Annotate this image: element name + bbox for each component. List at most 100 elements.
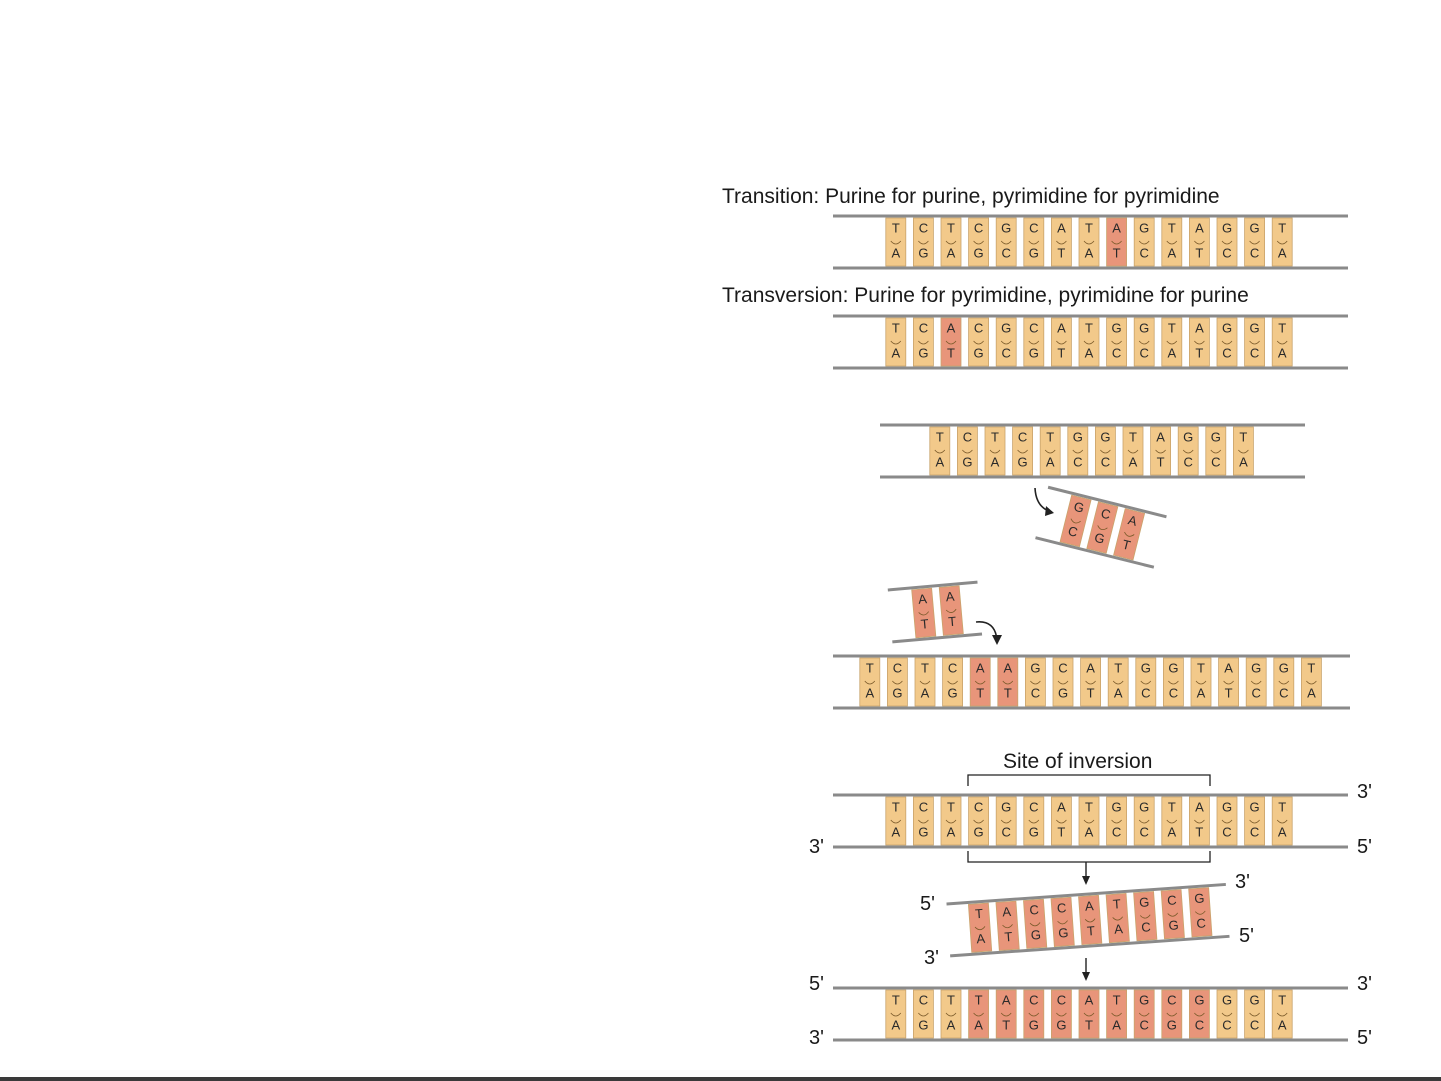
h-bond	[1194, 240, 1205, 245]
base-pair	[938, 585, 964, 636]
h-bond	[1083, 240, 1095, 245]
h-bond	[1000, 1012, 1012, 1017]
base-top: C	[919, 799, 928, 814]
base-bottom: C	[1195, 1017, 1204, 1032]
base-pair	[929, 426, 951, 476]
base-top: C	[1058, 660, 1067, 675]
base-pair	[1135, 657, 1157, 707]
base-pair	[1023, 796, 1045, 846]
base-bottom: A	[991, 454, 1000, 469]
base-top: G	[1250, 992, 1260, 1007]
base-bottom: G	[918, 345, 928, 360]
base-top: T	[1129, 429, 1137, 444]
base-bottom: A	[1167, 824, 1176, 839]
base-pair	[1122, 426, 1144, 476]
end-label-result-top-right: 3'	[1357, 973, 1372, 995]
base-top: G	[1211, 429, 1221, 444]
h-bond	[1083, 1012, 1095, 1017]
base-pair	[1161, 317, 1183, 367]
h-bond	[918, 819, 929, 824]
base-pair	[1244, 217, 1265, 267]
h-bond	[1056, 1012, 1067, 1017]
base-bottom: G	[1093, 530, 1106, 547]
base-bottom: C	[1222, 345, 1231, 360]
base-pair	[1233, 426, 1254, 476]
base-bottom: G	[948, 685, 958, 700]
base-top: T	[947, 220, 955, 235]
base-pair	[1189, 317, 1210, 367]
end-label-result-top-left: 5'	[809, 973, 824, 995]
base-bottom: A	[1278, 1017, 1287, 1032]
base-top: A	[1085, 992, 1094, 1007]
base-bottom: C	[1067, 523, 1080, 540]
h-bond	[1056, 340, 1067, 345]
base-pair	[1133, 217, 1155, 267]
h-bond	[1276, 240, 1288, 245]
base-pair	[1163, 657, 1184, 707]
base-bottom: C	[1250, 824, 1259, 839]
base-top: T	[1085, 320, 1093, 335]
base-pair	[1133, 891, 1158, 942]
base-pair	[859, 657, 881, 707]
base-pair	[1189, 989, 1210, 1039]
h-bond	[890, 240, 902, 245]
base-top: G	[1168, 660, 1178, 675]
h-bond	[973, 240, 984, 245]
base-top: G	[1072, 499, 1085, 516]
h-bond	[1238, 449, 1249, 454]
base-pair	[995, 217, 1017, 267]
h-bond	[1072, 449, 1084, 454]
h-bond	[1028, 340, 1040, 345]
base-top: C	[1167, 892, 1177, 908]
base-top: G	[1001, 320, 1011, 335]
base-bottom: C	[1112, 345, 1121, 360]
base-top: T	[947, 799, 955, 814]
base-top: G	[1141, 660, 1151, 675]
end-label-result-bottom-right: 5'	[1357, 1027, 1372, 1049]
base-pair	[984, 426, 1006, 476]
base-pair	[1051, 317, 1072, 367]
base-top: T	[1168, 220, 1176, 235]
base-pair	[1160, 889, 1185, 940]
base-pair	[1105, 892, 1130, 944]
base-pair	[913, 989, 934, 1039]
base-top: T	[1168, 320, 1176, 335]
base-top: C	[1029, 220, 1038, 235]
base-top: G	[1251, 660, 1261, 675]
base-pair	[1059, 494, 1092, 548]
base-top: G	[1112, 799, 1122, 814]
h-bond	[962, 449, 973, 454]
h-bond	[1028, 1012, 1040, 1017]
base-top: G	[1073, 429, 1083, 444]
h-bond	[945, 608, 957, 613]
base-top: T	[1278, 320, 1286, 335]
base-pair	[913, 796, 934, 846]
base-top: T	[975, 906, 984, 922]
h-bond	[1276, 1012, 1288, 1017]
inversion-arrowhead-2-icon	[1082, 972, 1090, 981]
base-top: A	[1084, 898, 1094, 914]
base-top: T	[947, 992, 955, 1007]
deletion-arrow-icon	[1034, 487, 1053, 513]
h-bond	[1000, 340, 1012, 345]
inversion-bottom-bracket	[967, 851, 1211, 863]
end-label-original-bottom-right: 5'	[1357, 836, 1372, 858]
base-pair	[1050, 896, 1075, 947]
base-top: T	[892, 799, 900, 814]
h-bond	[1221, 1012, 1233, 1017]
end-label-original-top-right: 3'	[1357, 781, 1372, 803]
base-pair	[1245, 657, 1267, 707]
base-top: T	[1114, 660, 1122, 675]
base-top: A	[1057, 320, 1066, 335]
h-bond	[1250, 680, 1262, 685]
base-pair	[967, 902, 993, 953]
base-top: A	[947, 320, 956, 335]
base-pair	[1106, 989, 1127, 1039]
h-bond	[1017, 449, 1028, 454]
base-pair	[940, 317, 962, 367]
h-bond	[1056, 240, 1067, 245]
base-bottom: G	[1029, 345, 1039, 360]
h-bond	[892, 680, 903, 685]
